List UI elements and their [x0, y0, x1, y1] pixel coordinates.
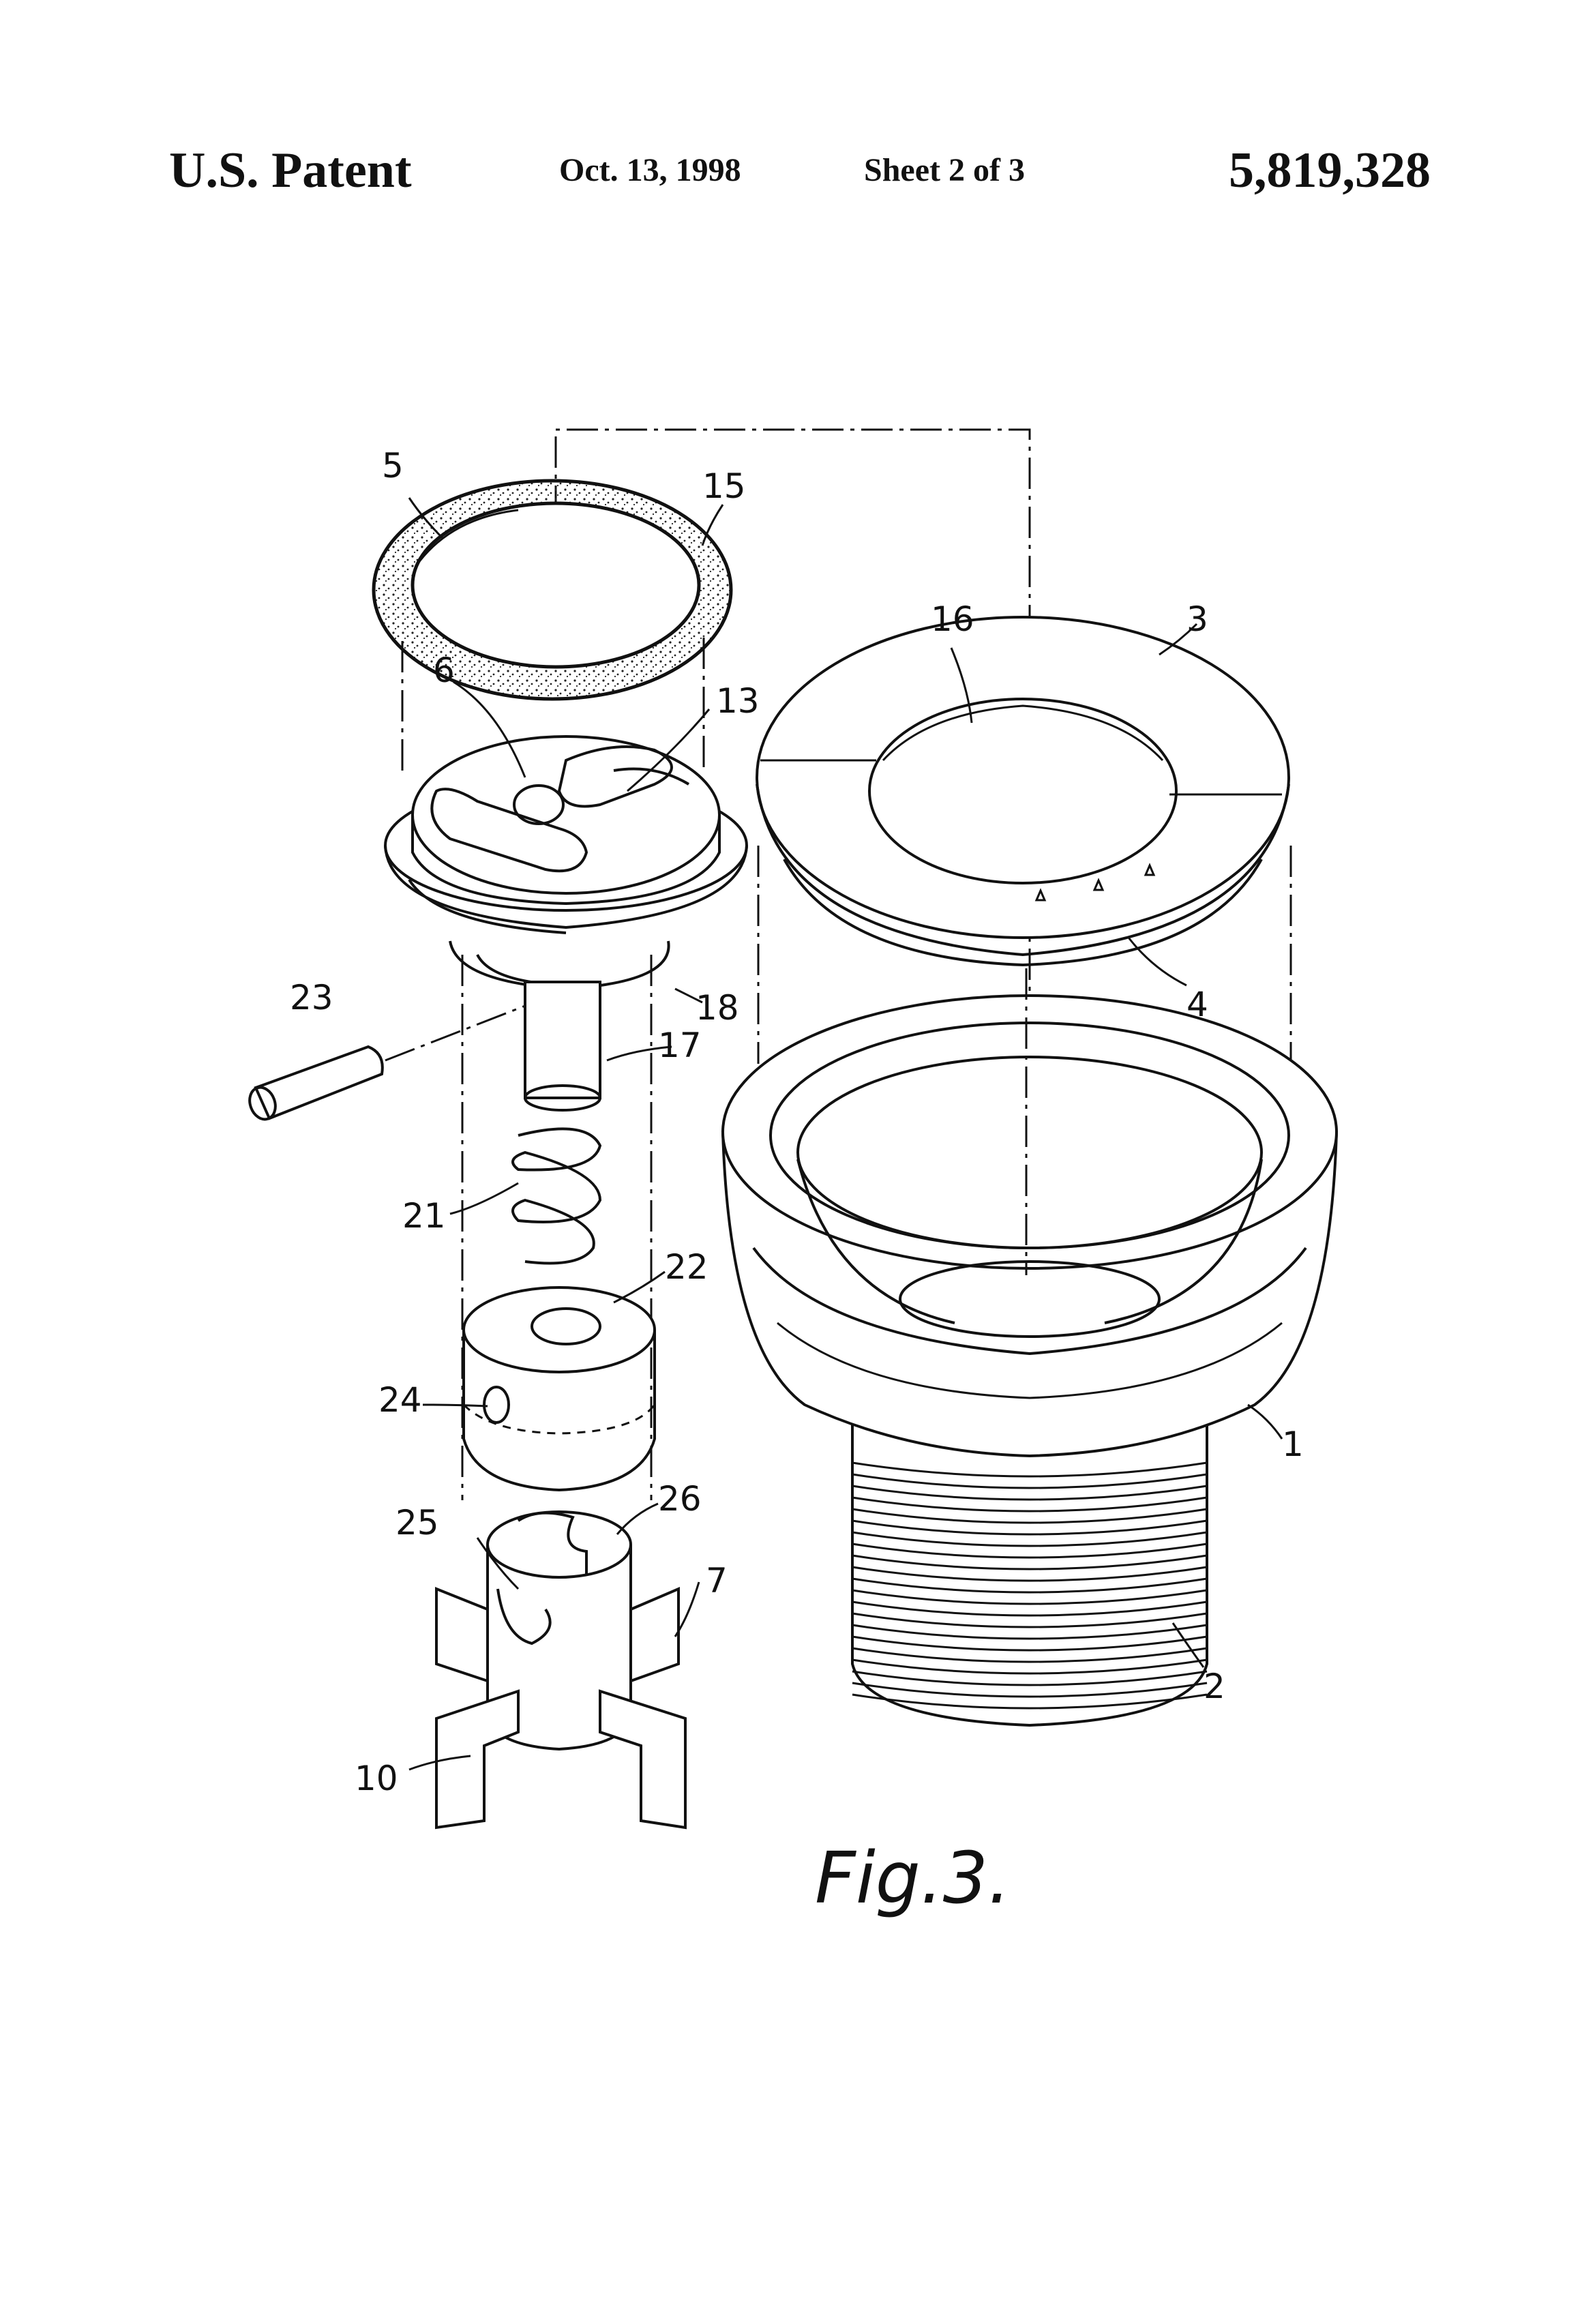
sleeve-part-22: [464, 1287, 655, 1490]
ref-numeral: 17: [658, 1026, 702, 1065]
ref-numeral: 16: [931, 599, 974, 639]
ref-numeral: 23: [290, 978, 333, 1017]
ref-numeral: 10: [355, 1759, 398, 1798]
ref-numeral: 13: [716, 681, 760, 721]
ref-numeral: 4: [1186, 985, 1208, 1024]
gasket-ring-part-5: [374, 481, 731, 699]
ref-numeral: 15: [702, 466, 746, 506]
ref-numeral: 2: [1204, 1667, 1225, 1706]
drain-body-part-1: [723, 996, 1337, 1725]
ref-numeral: 6: [433, 651, 455, 690]
ref-numeral: 1: [1282, 1425, 1304, 1464]
ref-numeral: 25: [395, 1503, 439, 1543]
ref-numeral: 26: [658, 1479, 702, 1519]
flange-part-3: [757, 617, 1289, 965]
ref-numeral: 5: [382, 446, 404, 486]
ref-numeral: 18: [696, 988, 739, 1028]
ref-numeral: 22: [665, 1247, 708, 1287]
figure-label: Fig.3.: [815, 1836, 1011, 1920]
spring-part-21: [513, 1129, 600, 1263]
ref-numeral: 24: [378, 1380, 422, 1420]
ref-numeral: 7: [706, 1561, 728, 1600]
pin-part-23: [245, 1006, 525, 1123]
ref-numeral: 21: [402, 1196, 446, 1236]
ref-numeral: 3: [1186, 599, 1208, 639]
spider-part-7-10: [436, 1512, 685, 1828]
